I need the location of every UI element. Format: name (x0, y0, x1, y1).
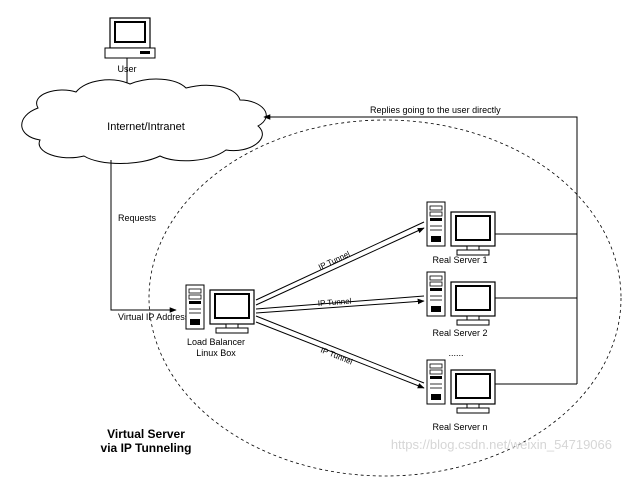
replies-label: Replies going to the user directly (370, 105, 501, 115)
tunnel-line-server-n-b (255, 321, 425, 389)
requests-arrow (110, 160, 177, 313)
real-server-1-label: Real Server 1 (432, 255, 487, 265)
real-server-2-computer-icon (426, 271, 496, 326)
more-servers-ellipsis: ...... (448, 348, 463, 358)
tunnel-line-server-n-a (255, 315, 425, 384)
server-cluster-boundary (148, 119, 622, 477)
replies-arrow (263, 114, 578, 234)
real-server-2-label: Real Server 2 (432, 328, 487, 338)
internet-cloud-icon (21, 78, 267, 164)
replies-return-line (494, 233, 578, 384)
watermark-text: https://blog.csdn.net/weixin_54719066 (391, 437, 612, 452)
tunnel-line-server-1-a (255, 221, 425, 301)
requests-label: Requests (118, 213, 157, 223)
real-server-n-computer-icon (426, 359, 496, 414)
user-computer-icon (104, 17, 156, 59)
caption-line2: via IP Tunneling (101, 441, 192, 455)
load-balancer-label-line2: Linux Box (196, 348, 236, 358)
virtual-ip-label: Virtual IP Address (118, 312, 190, 322)
tunnel-line-server-2-b (255, 298, 425, 314)
network-label: Internet/Intranet (107, 121, 185, 133)
tunnel-label-server-1: IP Tunnel (317, 249, 352, 271)
caption-line1: Virtual Server (107, 427, 185, 441)
tunnel-line-server-2-a (255, 295, 425, 310)
tunnel-line-server-1-b (255, 227, 425, 306)
load-balancer-label-line1: Load Balancer (187, 337, 245, 347)
tunnel-label-server-2: IP Tunnel (318, 297, 352, 308)
real-server-n-label: Real Server n (432, 422, 487, 432)
real-server-1-computer-icon (426, 201, 496, 256)
load-balancer-computer-icon (185, 284, 255, 334)
